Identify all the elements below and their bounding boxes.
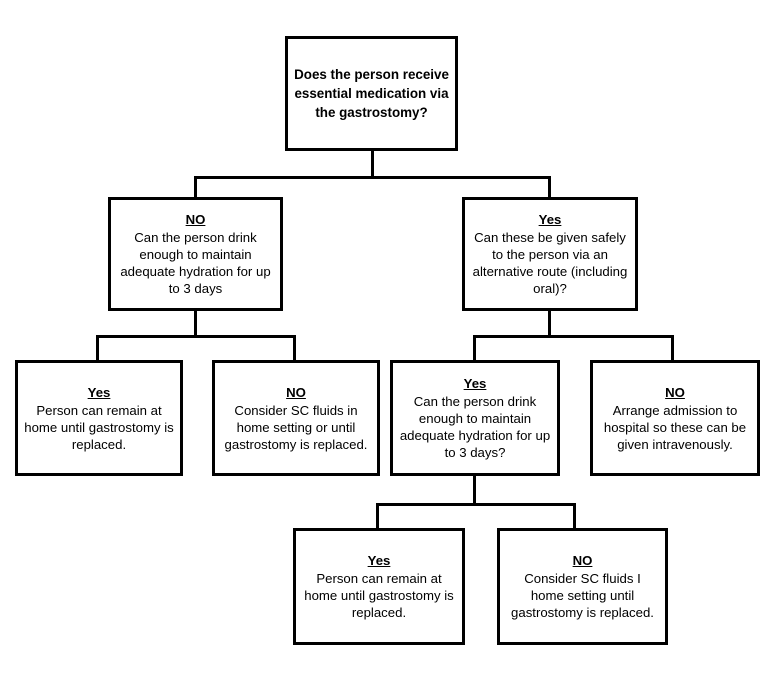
node-l4-a-body: Person can remain at home until gastrost… (304, 571, 454, 620)
node-l4-b-label: NO (572, 553, 593, 568)
connector-l4b-drop (573, 503, 576, 529)
node-root-body: Does the person receive essential medica… (294, 67, 449, 120)
connector-l4-bus (376, 503, 576, 506)
node-l3-b-sc-fluids-no[interactable]: NO Consider SC fluids in home setting or… (212, 360, 380, 476)
node-l3-a-text: Yes Person can remain at home until gast… (24, 384, 174, 453)
node-l2-right-body: Can these be given safely to the person … (472, 230, 628, 296)
node-l3-c-label: Yes (463, 376, 487, 391)
node-root-text: Does the person receive essential medica… (294, 65, 449, 122)
node-l3-b-body: Consider SC fluids in home setting or un… (224, 402, 368, 452)
node-l2-left-body: Can the person drink enough to maintain … (120, 230, 271, 296)
connector-l3d-drop (671, 335, 674, 361)
node-l2-right-text: Yes Can these be given safely to the per… (471, 211, 629, 297)
node-l3-a-remain-home-yes[interactable]: Yes Person can remain at home until gast… (15, 360, 183, 476)
connector-level2-left-drop (194, 176, 197, 198)
connector-level2-bus (194, 176, 551, 179)
node-l4-b-text: NO Consider SC fluids I home setting unt… (506, 552, 659, 621)
node-l3-a-body: Person can remain at home until gastrost… (24, 402, 174, 452)
node-l4-a-text: Yes Person can remain at home until gast… (302, 552, 456, 621)
node-l3-c-body: Can the person drink enough to maintain … (399, 394, 551, 460)
node-l3-d-text: NO Arrange admission to hospital so thes… (599, 384, 751, 453)
connector-l3c-stem (473, 475, 476, 505)
node-l4-b-body: Consider SC fluids I home setting until … (511, 571, 654, 620)
connector-root-stem (371, 150, 374, 178)
node-l3-b-label: NO (286, 384, 306, 400)
connector-l3b-drop (293, 335, 296, 361)
connector-l3c-drop (473, 335, 476, 361)
node-l2-right-alternative-route-yes[interactable]: Yes Can these be given safely to the per… (462, 197, 638, 311)
node-l3-c-hydration-yes[interactable]: Yes Can the person drink enough to maint… (390, 360, 560, 476)
connector-l2right-stem (548, 310, 551, 337)
node-l4-a-label: Yes (367, 553, 391, 568)
node-l2-left-text: NO Can the person drink enough to mainta… (117, 211, 274, 297)
connector-level2-right-drop (548, 176, 551, 198)
connector-l3a-drop (96, 335, 99, 361)
node-l3-c-text: Yes Can the person drink enough to maint… (399, 375, 551, 461)
node-l2-left-label: NO (185, 212, 206, 227)
connector-l3-right-bus (473, 335, 674, 338)
node-root-essential-medication[interactable]: Does the person receive essential medica… (285, 36, 458, 151)
connector-l4a-drop (376, 503, 379, 529)
node-l4-a-remain-home-yes[interactable]: Yes Person can remain at home until gast… (293, 528, 465, 645)
connector-l3-left-bus (96, 335, 296, 338)
node-l3-a-label: Yes (87, 384, 111, 400)
node-l2-left-hydration-no[interactable]: NO Can the person drink enough to mainta… (108, 197, 283, 311)
node-l3-d-hospital-admission-no[interactable]: NO Arrange admission to hospital so thes… (590, 360, 760, 476)
node-l3-d-body: Arrange admission to hospital so these c… (603, 402, 747, 452)
node-l2-right-label: Yes (538, 212, 562, 227)
node-l3-b-text: NO Consider SC fluids in home setting or… (221, 384, 371, 453)
connector-l2left-stem (194, 310, 197, 337)
node-l4-b-sc-fluids-no[interactable]: NO Consider SC fluids I home setting unt… (497, 528, 668, 645)
node-l3-d-label: NO (665, 384, 685, 400)
